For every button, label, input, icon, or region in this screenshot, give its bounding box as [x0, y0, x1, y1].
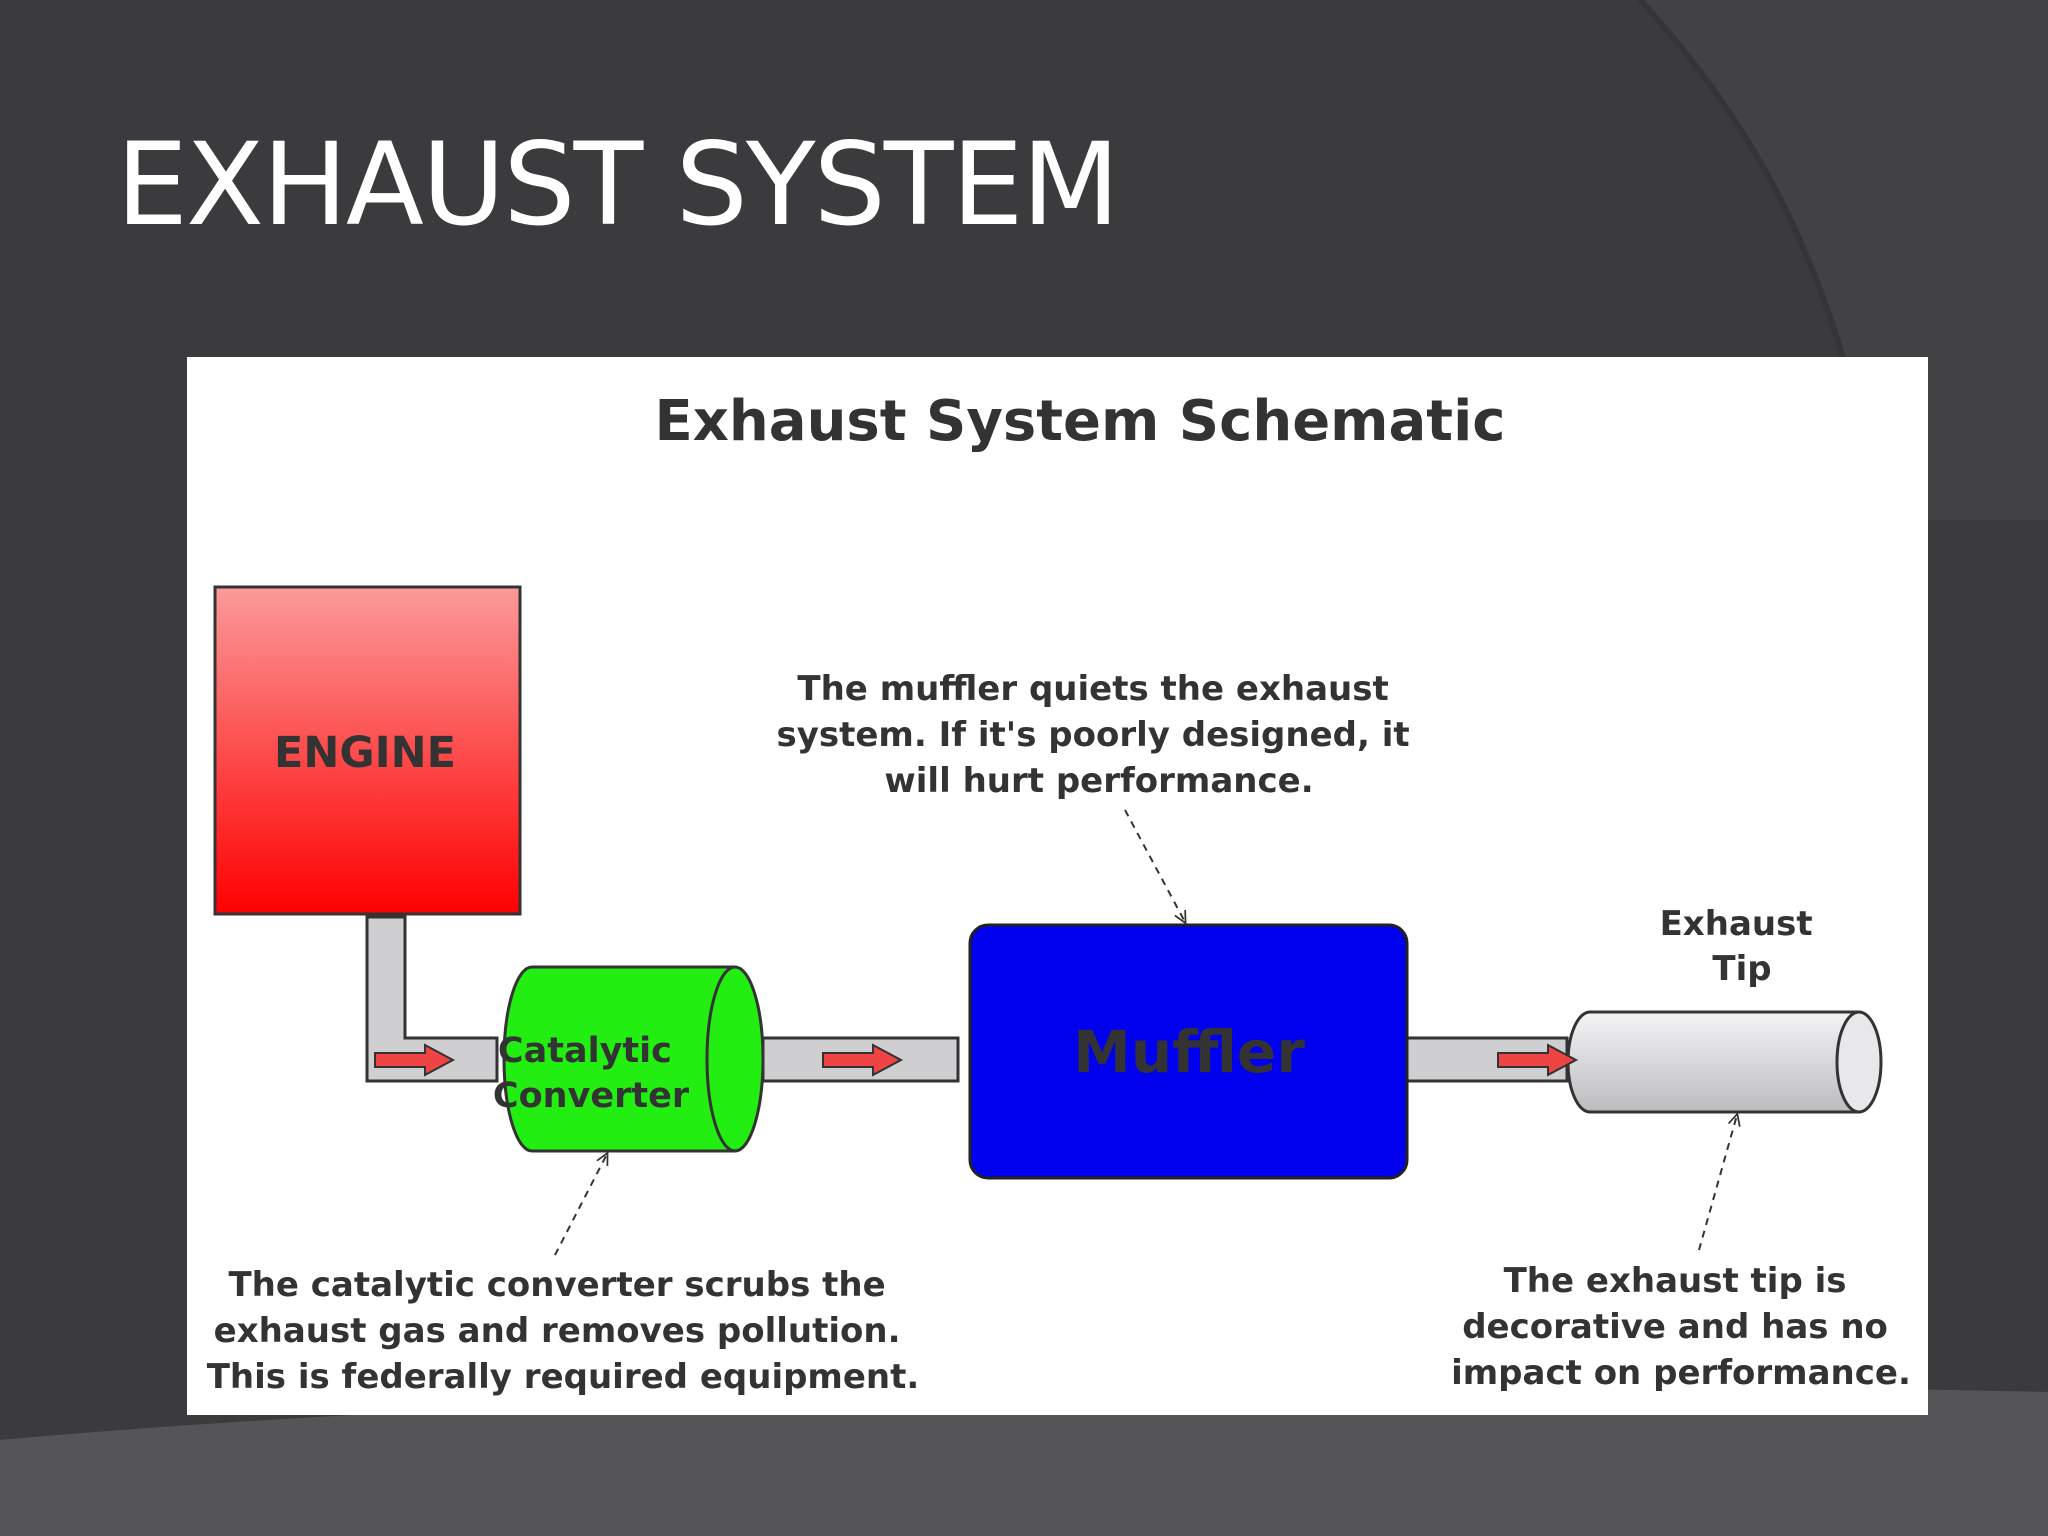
- flow-arrow-3: [1497, 1043, 1579, 1077]
- exhaust-tip-label: Exhaust Tip: [1660, 904, 1825, 989]
- converter-body: [502, 965, 737, 1153]
- muffler-note-line-1: The muffler quiets the exhaust: [797, 669, 1388, 709]
- exhaust-tip-label-line-2: Tip: [1712, 949, 1771, 989]
- converter-label-line-2: Converter: [493, 1076, 690, 1116]
- flow-arrow-1: [374, 1043, 456, 1077]
- engine-block: [213, 585, 522, 916]
- flow-arrows: [374, 1043, 1579, 1077]
- tip-note-line-3: impact on performance.: [1451, 1353, 1911, 1393]
- exhaust-schematic: Exhaust System Schematic ENGINE Catalyti…: [207, 389, 1911, 1397]
- converter-note-leader: [554, 1154, 607, 1256]
- exhaust-tip: [1566, 1010, 1883, 1114]
- muffler-note-line-2: system. If it's poorly designed, it: [776, 715, 1409, 755]
- engine-label: ENGINE: [274, 728, 456, 778]
- muffler-note-leader: [1124, 809, 1185, 922]
- annotation-leaders: [554, 809, 1737, 1256]
- converter-label-line-1: Catalytic: [498, 1031, 672, 1071]
- tip-note-line-1: The exhaust tip is: [1504, 1261, 1847, 1301]
- pipe-converter-to-muffler: [761, 1036, 960, 1083]
- converter-note-line-2: exhaust gas and removes pollution.: [214, 1311, 901, 1351]
- tip-note-line-2: decorative and has no: [1462, 1307, 1888, 1347]
- catalytic-converter: Catalytic Converter: [493, 965, 765, 1153]
- exhaust-tip-end: [1835, 1010, 1883, 1114]
- converter-label: Catalytic Converter: [493, 1031, 690, 1116]
- tip-note-leader: [1698, 1115, 1737, 1251]
- exhaust-tip-body: [1566, 1010, 1861, 1114]
- engine-outlet-pipe: [365, 915, 499, 1083]
- muffler-note-line-3: will hurt performance.: [884, 761, 1313, 801]
- exhaust-tip-label-line-1: Exhaust: [1660, 904, 1813, 944]
- muffler-label: Muffler: [1073, 1018, 1305, 1086]
- slide-title: EXHAUST SYSTEM: [116, 118, 1120, 251]
- tip-note: The exhaust tip is decorative and has no…: [1451, 1261, 1911, 1393]
- background-swoosh-bottom: [0, 1385, 2048, 1536]
- converter-end-cap: [705, 965, 765, 1153]
- converter-note-line-3: This is federally required equipment.: [207, 1357, 920, 1397]
- diagram-panel: Exhaust System Schematic ENGINE Catalyti…: [187, 357, 1928, 1415]
- muffler-box: [968, 923, 1409, 1180]
- muffler-note: The muffler quiets the exhaust system. I…: [776, 669, 1421, 801]
- flow-arrow-2: [822, 1043, 904, 1077]
- converter-note: The catalytic converter scrubs the exhau…: [207, 1265, 920, 1397]
- converter-note-line-1: The catalytic converter scrubs the: [228, 1265, 885, 1305]
- diagram-title: Exhaust System Schematic: [655, 389, 1506, 454]
